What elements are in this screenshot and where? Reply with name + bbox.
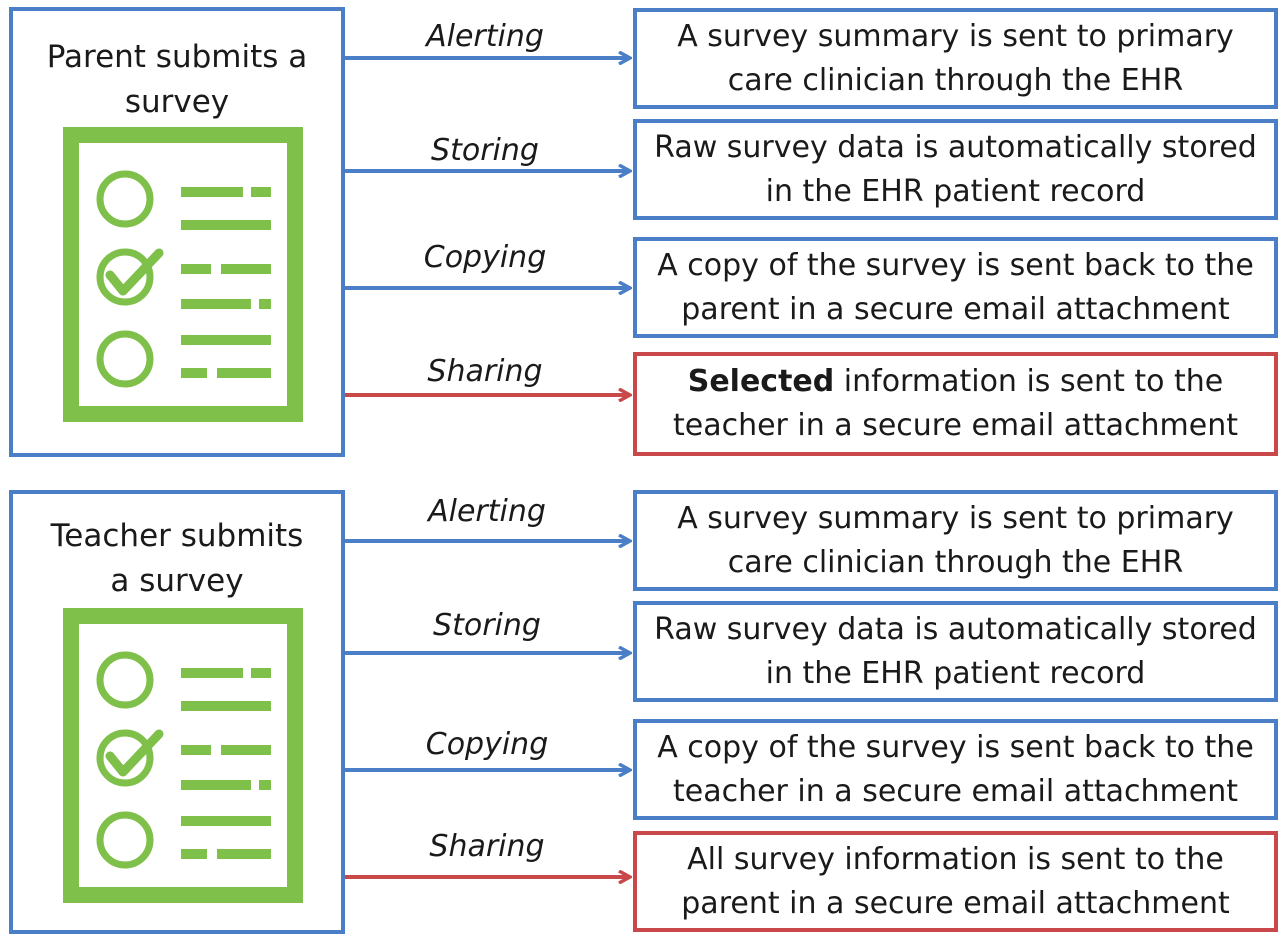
target-box-alerting: A survey summary is sent to primary care… bbox=[633, 8, 1278, 109]
teacher-source-box: Teacher submits a survey bbox=[9, 490, 345, 934]
target-text-line1: A survey summary is sent to primary bbox=[677, 18, 1234, 54]
target-text-line2: parent in a secure email attachment bbox=[681, 885, 1230, 921]
target-text-line1: A survey summary is sent to primary bbox=[677, 500, 1234, 536]
target-box-copying: A copy of the survey is sent back to the… bbox=[633, 719, 1278, 820]
target-text-line2: in the EHR patient record bbox=[765, 655, 1146, 691]
target-text-line1: Raw survey data is automatically stored bbox=[654, 129, 1257, 165]
action-label-alerting: Alerting bbox=[428, 494, 546, 529]
target-box-alerting: A survey summary is sent to primary care… bbox=[633, 490, 1278, 591]
parent-source-box: Parent submits a survey bbox=[9, 7, 345, 457]
source-title-line1: Parent submits a bbox=[46, 39, 308, 75]
emphasis-text: Selected bbox=[687, 364, 835, 399]
action-label-alerting: Alerting bbox=[426, 19, 544, 54]
target-box-sharing: Selected information is sent to the teac… bbox=[633, 352, 1278, 456]
target-box-sharing: All survey information is sent to the pa… bbox=[633, 831, 1278, 932]
source-title-line2: a survey bbox=[110, 563, 244, 599]
action-label-sharing: Sharing bbox=[427, 354, 543, 389]
target-box-copying: A copy of the survey is sent back to the… bbox=[633, 237, 1278, 338]
action-label-storing: Storing bbox=[433, 608, 541, 643]
target-box-storing: Raw survey data is automatically stored … bbox=[633, 601, 1278, 702]
target-text-line1: A copy of the survey is sent back to the bbox=[657, 729, 1254, 765]
target-text-line2: care clinician through the EHR bbox=[727, 544, 1184, 580]
target-text-line2: in the EHR patient record bbox=[765, 173, 1146, 209]
target-text-line2: care clinician through the EHR bbox=[727, 62, 1184, 98]
target-text-line1: All survey information is sent to the bbox=[687, 841, 1224, 877]
target-text-line2: teacher in a secure email attachment bbox=[672, 773, 1239, 809]
survey-checklist-icon bbox=[63, 127, 303, 422]
source-title: Teacher submits a survey bbox=[13, 514, 341, 604]
source-title-line2: survey bbox=[124, 84, 230, 120]
target-text-line1: Selected information is sent to the bbox=[673, 360, 1238, 404]
target-text-line2: parent in a secure email attachment bbox=[681, 291, 1230, 327]
target-text-line1: A copy of the survey is sent back to the bbox=[657, 247, 1254, 283]
target-text-rest: information is sent to the bbox=[834, 364, 1224, 399]
survey-checklist-icon bbox=[63, 608, 303, 903]
source-title: Parent submits a survey bbox=[13, 35, 341, 125]
target-box-storing: Raw survey data is automatically stored … bbox=[633, 119, 1278, 220]
target-text-line1: Raw survey data is automatically stored bbox=[654, 611, 1257, 647]
action-label-sharing: Sharing bbox=[429, 829, 545, 864]
action-label-copying: Copying bbox=[425, 727, 549, 762]
source-title-line1: Teacher submits bbox=[50, 518, 304, 554]
action-label-storing: Storing bbox=[431, 133, 539, 168]
target-text-line2: teacher in a secure email attachment bbox=[672, 408, 1239, 443]
action-label-copying: Copying bbox=[423, 240, 547, 275]
